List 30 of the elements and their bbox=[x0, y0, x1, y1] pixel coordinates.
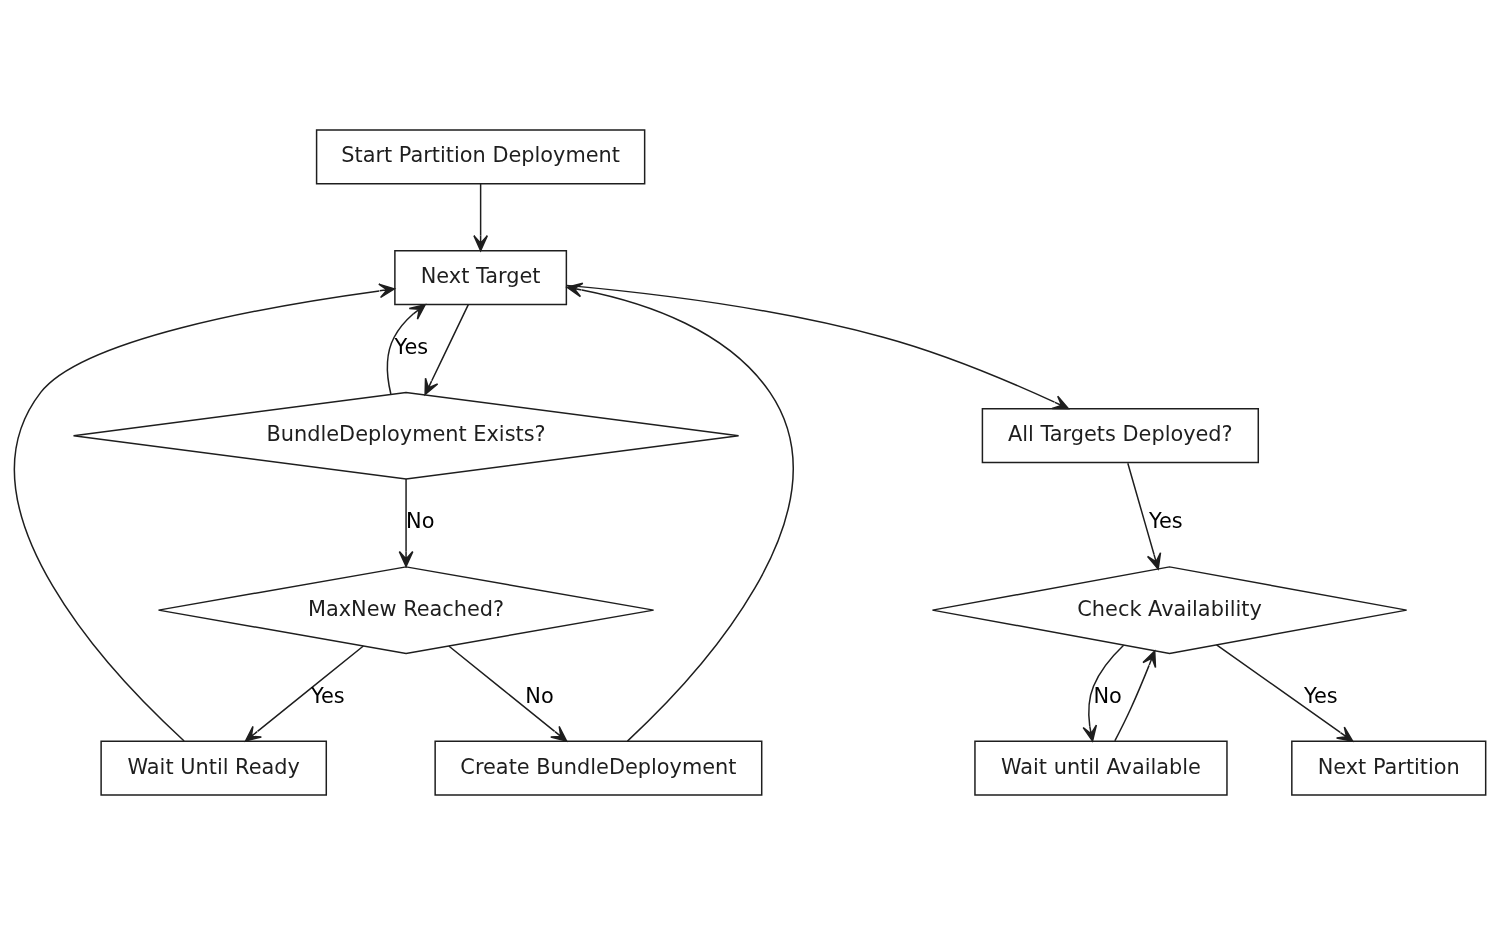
arrow bbox=[386, 303, 426, 395]
edge-label: Yes bbox=[310, 683, 345, 708]
arrow bbox=[14, 283, 396, 742]
arrow bbox=[448, 645, 568, 742]
edge-label: Yes bbox=[1304, 683, 1338, 708]
arrow bbox=[1082, 644, 1125, 742]
node-diamond: BundleDeployment Exists? bbox=[72, 391, 740, 480]
node-box: All Targets Deployed? bbox=[981, 408, 1260, 464]
arrow bbox=[244, 645, 365, 742]
arrow bbox=[424, 303, 470, 396]
edge-label: No bbox=[406, 509, 435, 534]
arrow bbox=[1127, 462, 1162, 570]
node-diamond: MaxNew Reached? bbox=[157, 566, 655, 655]
arrow bbox=[1114, 650, 1157, 742]
node-box: Next Target bbox=[394, 250, 568, 306]
edge-label: No bbox=[525, 683, 554, 708]
arrow bbox=[1215, 644, 1354, 742]
node-box: Create BundleDeployment bbox=[434, 740, 763, 796]
edge-label: Yes bbox=[1148, 509, 1183, 534]
arrow bbox=[565, 284, 1070, 410]
node-diamond: Check Availability bbox=[931, 566, 1408, 655]
arrow bbox=[566, 282, 794, 742]
arrow bbox=[473, 183, 489, 252]
node-box: Next Partition bbox=[1291, 740, 1487, 796]
arrow bbox=[398, 478, 414, 568]
edge-label: No bbox=[1093, 683, 1122, 708]
node-box: Wait until Available bbox=[974, 740, 1228, 796]
edge-label: Yes bbox=[394, 334, 429, 359]
node-box: Wait Until Ready bbox=[100, 740, 328, 796]
node-box: Start Partition Deployment bbox=[315, 129, 646, 185]
